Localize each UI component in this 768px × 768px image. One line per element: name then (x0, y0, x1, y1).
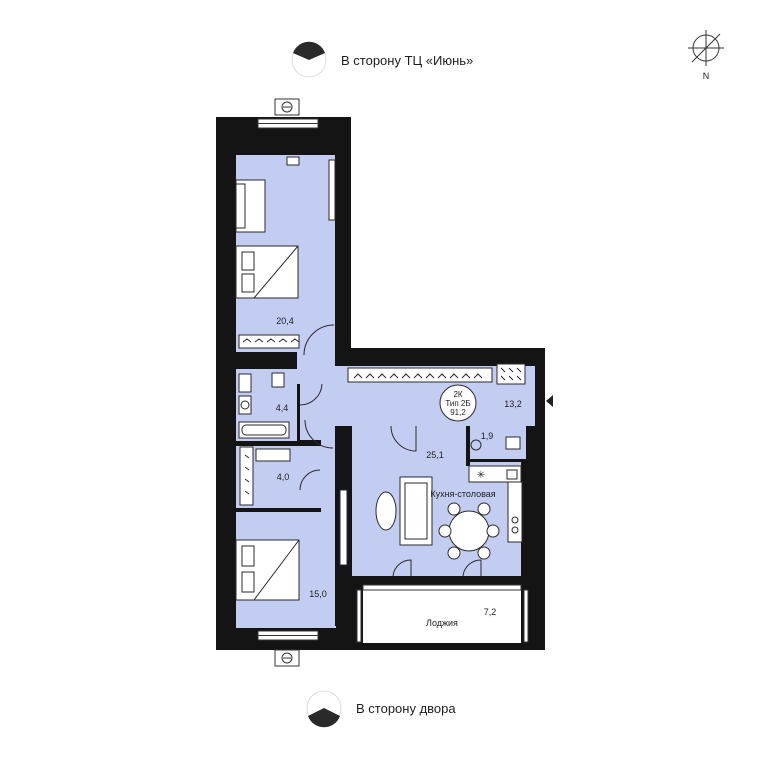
bedroom-top-furniture (235, 156, 336, 356)
stove-burner-icon (511, 516, 519, 524)
direction-sector-icon (308, 708, 340, 728)
chair-icon (486, 524, 500, 538)
apartment-badge: 2К Тип 2Б 91,2 (439, 384, 477, 422)
loggia (363, 588, 521, 643)
partitions (236, 155, 526, 626)
loggia-name: Лоджия (426, 618, 458, 628)
wardrobe-furniture (239, 446, 321, 506)
kitchen-area: 25,1 (426, 450, 444, 460)
bathroom-area: 4,4 (276, 403, 289, 413)
electric-panel-icon (496, 363, 526, 385)
bathroom-furniture (238, 372, 323, 439)
apartment-plan: Тип 2Б (445, 399, 470, 408)
apartment-total-area: 91,2 (450, 408, 466, 417)
top-direction-label: В сторону ТЦ «Июнь» (341, 53, 473, 68)
bedroom-bottom-area: 15,0 (309, 589, 327, 599)
wc-furniture (470, 436, 521, 451)
wardrobe-panel-icon (339, 489, 348, 566)
chair-icon (477, 546, 491, 560)
snowflake-icon: ✳ (477, 470, 485, 481)
toilet-icon (505, 436, 521, 450)
chair-icon (477, 502, 491, 516)
bedroom-top-area: 20,4 (276, 316, 294, 326)
dining-table-icon (448, 510, 490, 552)
compass-letter: N (703, 71, 710, 81)
direction-indicator-top (291, 41, 327, 78)
sink-icon (470, 439, 482, 451)
stove-burner-icon (511, 526, 519, 534)
bedroom-bottom-furniture (235, 489, 348, 601)
kitchen-furniture: ✳ (375, 465, 523, 577)
chair-icon (447, 502, 461, 516)
coffee-table-icon (375, 491, 397, 531)
sink-icon (238, 395, 252, 415)
compass-icon (688, 30, 724, 66)
wc-area: 1,9 (481, 431, 494, 441)
toilet-icon (271, 372, 285, 388)
apartment-type: 2К (453, 390, 462, 399)
hanger-rail-icon (239, 446, 254, 506)
shelf-icon (255, 448, 291, 462)
hall-area: 13,2 (504, 399, 522, 409)
wardrobe-rail-icon (238, 334, 300, 349)
washing-machine-icon (238, 373, 252, 393)
coat-rack-icon (347, 367, 493, 383)
wardrobe-panel-icon (328, 159, 336, 221)
direction-indicator-bottom (306, 690, 342, 728)
bottom-direction-label: В сторону двора (356, 701, 456, 716)
ac-unit-bottom-icon (274, 649, 300, 667)
ac-unit-top-icon (274, 98, 300, 116)
kitchen-counter-icon (507, 481, 523, 543)
entrance-arrow-icon (546, 395, 553, 407)
direction-sector-icon (293, 41, 325, 60)
corridor-lower (321, 440, 336, 510)
kitchen-sink-icon (506, 469, 518, 480)
hall-furniture (304, 363, 526, 452)
wardrobe-area: 4,0 (277, 472, 290, 482)
chair-icon (438, 524, 452, 538)
kitchen-name: Кухня-столовая (430, 489, 495, 499)
chair-icon (447, 546, 461, 560)
windows (257, 118, 529, 643)
desk-icon (286, 156, 300, 166)
loggia-area: 7,2 (484, 607, 497, 617)
